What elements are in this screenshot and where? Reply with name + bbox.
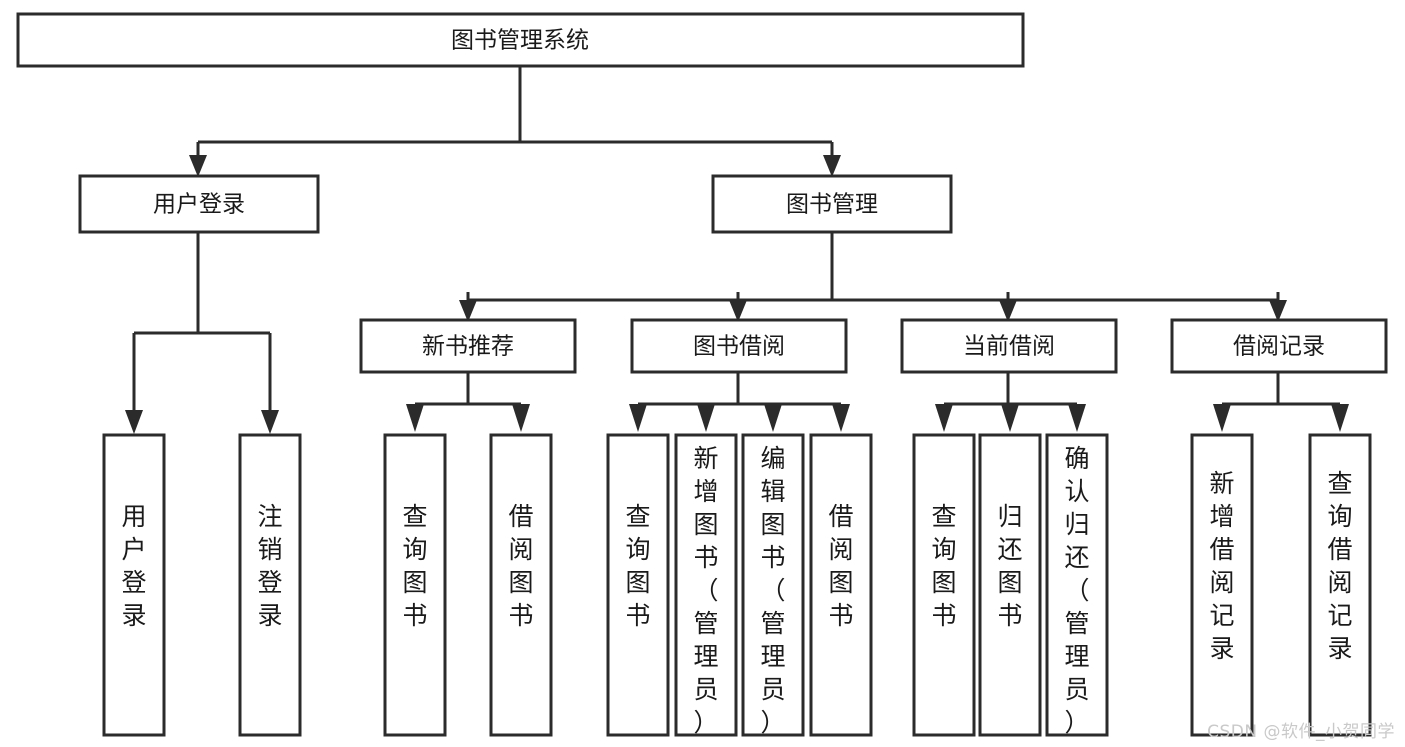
node-book-borrow-label: 图书借阅 (693, 334, 785, 360)
node-book-borrow-box[interactable] (630, 318, 848, 374)
node-leaf-confirm-return[interactable]: 确认归还（管理员） (1045, 433, 1109, 737)
arrow-head-leaf-borrow-book-2 (832, 404, 850, 432)
node-current-borrow-label: 当前借阅 (963, 334, 1055, 360)
node-leaf-user-login-label: 用户登录 (121, 502, 146, 630)
node-leaf-query-book-2-label: 查询图书 (625, 502, 650, 630)
node-leaf-add-book-label: 新增图书（管理员） (693, 444, 718, 737)
node-leaf-query-record[interactable]: 查询借阅记录 (1308, 433, 1372, 737)
node-new-book-rec-box[interactable] (359, 318, 577, 374)
node-book-manage-label: 图书管理 (786, 192, 878, 218)
arrow-head-leaf-query-record (1331, 404, 1349, 432)
node-leaf-query-book-1-label: 查询图书 (402, 502, 427, 630)
node-leaf-confirm-return-box[interactable] (1045, 433, 1109, 737)
node-leaf-return-book[interactable]: 归还图书 (978, 433, 1042, 737)
node-leaf-user-logout[interactable]: 注销登录 (238, 433, 302, 737)
node-leaf-return-book-box[interactable] (978, 433, 1042, 737)
node-leaf-borrow-book-2-box[interactable] (809, 433, 873, 737)
arrow-head-leaf-confirm-return (1068, 404, 1086, 432)
node-borrow-record[interactable]: 借阅记录 (1170, 318, 1388, 374)
arrow-head-leaf-query-book-2 (629, 404, 647, 432)
node-leaf-confirm-return-label: 确认归还（管理员） (1064, 444, 1089, 737)
arrow-head-leaf-return-book (1001, 404, 1019, 432)
node-current-borrow-box[interactable] (900, 318, 1118, 374)
node-leaf-query-record-label: 查询借阅记录 (1327, 469, 1352, 663)
node-leaf-borrow-book-2-label: 借阅图书 (828, 502, 853, 630)
connectors (125, 66, 1349, 434)
node-leaf-user-logout-box[interactable] (238, 433, 302, 737)
node-user-login-label: 用户登录 (153, 192, 245, 218)
node-leaf-query-book-2-box[interactable] (606, 433, 670, 737)
arrow-head-leaf-add-record (1213, 404, 1231, 432)
node-leaf-user-login-box[interactable] (102, 433, 166, 737)
node-new-book-rec[interactable]: 新书推荐 (359, 318, 577, 374)
arrow-head-new-book-rec (459, 300, 477, 322)
node-current-borrow[interactable]: 当前借阅 (900, 318, 1118, 374)
node-leaf-borrow-book-1-label: 借阅图书 (508, 502, 533, 630)
node-leaf-borrow-book-2[interactable]: 借阅图书 (809, 433, 873, 737)
arrow-head-leaf-query-book-3 (935, 404, 953, 432)
node-user-login-box[interactable] (78, 174, 320, 234)
arrow-head-leaf-query-book-1 (406, 404, 424, 432)
arrow-head-book-borrow (729, 300, 747, 322)
node-leaf-edit-book[interactable]: 编辑图书（管理员） (741, 433, 805, 737)
arrow-head-leaf-borrow-book-1 (512, 404, 530, 432)
arrow-head-leaf-add-book (697, 404, 715, 432)
csdn-watermark: CSDN @软件_小贺同学 (1207, 722, 1395, 742)
node-leaf-edit-book-box[interactable] (741, 433, 805, 737)
node-leaf-query-book-3[interactable]: 查询图书 (912, 433, 976, 737)
node-leaf-borrow-book-1[interactable]: 借阅图书 (489, 433, 553, 737)
node-root-label: 图书管理系统 (451, 28, 589, 54)
node-leaf-query-book-1[interactable]: 查询图书 (383, 433, 447, 737)
arrow-head-current-borrow (999, 300, 1017, 322)
node-leaf-edit-book-label: 编辑图书（管理员） (760, 444, 785, 737)
arrow-head-leaf-user-login (125, 410, 143, 434)
node-leaf-user-login[interactable]: 用户登录 (102, 433, 166, 737)
node-leaf-query-record-box[interactable] (1308, 433, 1372, 737)
arrow-head-book-manage (823, 155, 841, 177)
node-leaf-borrow-book-1-box[interactable] (489, 433, 553, 737)
arrow-head-leaf-edit-book (764, 404, 782, 432)
node-leaf-add-record-label: 新增借阅记录 (1209, 469, 1234, 663)
arrow-head-user-login (189, 155, 207, 177)
node-book-borrow[interactable]: 图书借阅 (630, 318, 848, 374)
node-borrow-record-box[interactable] (1170, 318, 1388, 374)
node-new-book-rec-label: 新书推荐 (422, 334, 514, 360)
node-leaf-add-book[interactable]: 新增图书（管理员） (674, 433, 738, 737)
node-book-manage-box[interactable] (711, 174, 953, 234)
node-leaf-add-record-box[interactable] (1190, 433, 1254, 737)
node-leaf-add-record[interactable]: 新增借阅记录 (1190, 433, 1254, 737)
node-leaf-query-book-3-box[interactable] (912, 433, 976, 737)
arrow-head-leaf-user-logout (261, 410, 279, 434)
node-leaf-query-book-2[interactable]: 查询图书 (606, 433, 670, 737)
node-leaf-return-book-label: 归还图书 (997, 502, 1022, 630)
node-leaf-user-logout-label: 注销登录 (257, 502, 282, 630)
node-user-login[interactable]: 用户登录 (78, 174, 320, 234)
node-leaf-query-book-1-box[interactable] (383, 433, 447, 737)
node-book-manage[interactable]: 图书管理 (711, 174, 953, 234)
node-leaf-add-book-box[interactable] (674, 433, 738, 737)
arrow-head-borrow-record (1269, 300, 1287, 322)
node-root[interactable]: 图书管理系统 (16, 12, 1025, 68)
node-borrow-record-label: 借阅记录 (1233, 334, 1325, 360)
node-root-box[interactable] (16, 12, 1025, 68)
node-leaf-query-book-3-label: 查询图书 (931, 502, 956, 630)
